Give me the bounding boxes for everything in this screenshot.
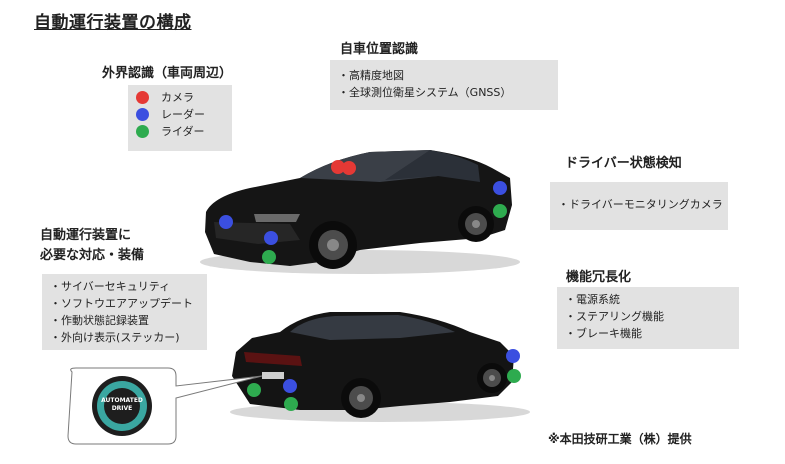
list-item: ・サイバーセキュリティ — [50, 280, 171, 293]
self-position-heading: 自車位置認識 — [340, 42, 419, 57]
list-item: ・作動状態記録装置 — [50, 314, 149, 327]
list-item: ・電源系統 — [565, 293, 620, 306]
lidar-sensor-marker — [262, 250, 276, 264]
rear-car-image — [230, 312, 530, 422]
lidar-sensor-marker — [493, 204, 507, 218]
radar-sensor-marker — [506, 349, 520, 363]
legend-item-radar: レーダー — [136, 106, 224, 123]
credit-text: ※本田技研工業（株）提供 — [548, 432, 692, 446]
driver-state-heading: ドライバー状態検知 — [565, 156, 682, 171]
sticker-line1: AUTOMATED — [101, 397, 143, 404]
legend-label: ライダー — [161, 125, 205, 138]
redundancy-heading: 機能冗長化 — [566, 270, 632, 285]
radar-sensor-marker — [493, 181, 507, 195]
list-item: ・外向け表示(ステッカー) — [50, 331, 180, 344]
legend-item-lidar: ライダー — [136, 123, 224, 140]
self-position-box: ・高精度地図 ・全球測位衛星システム（GNSS） — [330, 60, 558, 110]
sensor-legend: カメラ レーダー ライダー — [128, 85, 232, 151]
redundancy-box: ・電源系統 ・ステアリング機能 ・ブレーキ機能 — [557, 287, 739, 349]
legend-label: レーダー — [161, 108, 205, 121]
required-equipment-box: ・サイバーセキュリティ ・ソフトウエアアップデート ・作動状態記録装置 ・外向け… — [42, 274, 207, 350]
list-item: ・ソフトウエアアップデート — [50, 297, 193, 310]
list-item: ・全球測位衛星システム（GNSS） — [338, 86, 512, 99]
list-item: ・ステアリング機能 — [565, 310, 664, 323]
radar-sensor-marker — [219, 215, 233, 229]
camera-sensor-marker — [342, 161, 356, 175]
legend-item-camera: カメラ — [136, 89, 224, 106]
driver-state-box: ・ドライバーモニタリングカメラ — [550, 182, 728, 230]
camera-dot-icon — [136, 91, 149, 104]
sticker-callout — [67, 367, 263, 445]
legend-label: カメラ — [161, 91, 194, 104]
front-car-image — [200, 150, 520, 274]
list-item: ・ドライバーモニタリングカメラ — [558, 198, 723, 211]
required-equipment-heading: 自動運行装置に 必要な対応・装備 — [40, 226, 144, 266]
external-recognition-heading: 外界認識（車両周辺） — [102, 66, 233, 81]
radar-sensor-marker — [264, 231, 278, 245]
lidar-dot-icon — [136, 125, 149, 138]
list-item: ・高精度地図 — [338, 69, 404, 82]
lidar-sensor-marker — [284, 397, 298, 411]
page-title: 自動運行装置の構成 — [34, 13, 192, 33]
lidar-sensor-marker — [247, 383, 261, 397]
lidar-sensor-marker — [507, 369, 521, 383]
sticker-line2: DRIVE — [111, 405, 133, 412]
list-item: ・ブレーキ機能 — [565, 327, 642, 340]
automated-drive-sticker: AUTOMATED DRIVE — [96, 397, 148, 413]
radar-dot-icon — [136, 108, 149, 121]
heading-line: 必要な対応・装備 — [40, 248, 145, 263]
heading-line: 自動運行装置に — [40, 228, 132, 243]
radar-sensor-marker — [283, 379, 297, 393]
camera-sensor-marker — [331, 160, 345, 174]
